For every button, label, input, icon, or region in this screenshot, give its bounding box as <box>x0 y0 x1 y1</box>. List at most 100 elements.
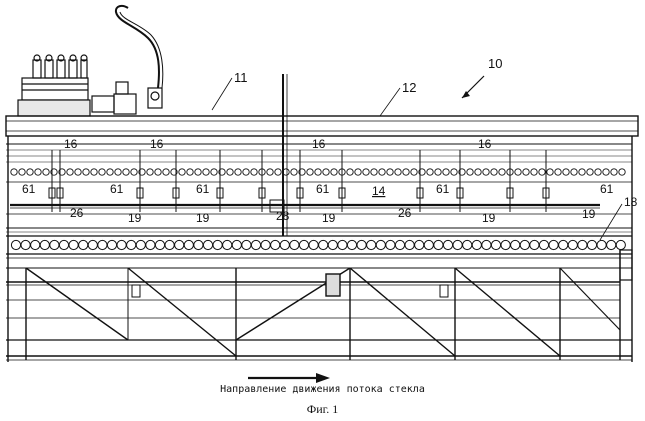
roller <box>587 240 596 249</box>
heater-row <box>11 169 625 175</box>
heater-element <box>619 169 625 175</box>
roller <box>194 240 203 249</box>
roller <box>616 240 625 249</box>
heater-element <box>179 169 185 175</box>
heater-element <box>203 169 209 175</box>
roller <box>79 240 88 249</box>
heater-element <box>83 169 89 175</box>
roller <box>155 240 164 249</box>
heater-element <box>491 169 497 175</box>
roller <box>472 240 481 249</box>
heater-element <box>147 169 153 175</box>
roller <box>338 240 347 249</box>
label-61: 61 <box>110 182 124 196</box>
roller <box>251 240 260 249</box>
roller <box>146 240 155 249</box>
roller <box>539 240 548 249</box>
label-26: 26 <box>398 206 412 220</box>
hose <box>116 6 159 88</box>
label-61: 61 <box>600 182 614 196</box>
roller <box>280 240 289 249</box>
label-19: 19 <box>128 211 142 225</box>
heater-element <box>443 169 449 175</box>
roller <box>511 240 520 249</box>
heater-element <box>411 169 417 175</box>
heater-element <box>315 169 321 175</box>
heater-element <box>387 169 393 175</box>
roller <box>386 240 395 249</box>
heater-element <box>155 169 161 175</box>
roller <box>107 240 116 249</box>
flow-direction-caption: Направление движения потока стекла <box>0 384 645 395</box>
label-61: 61 <box>196 182 210 196</box>
heater-element <box>115 169 121 175</box>
roller <box>213 240 222 249</box>
heater-element <box>91 169 97 175</box>
heater-element <box>27 169 33 175</box>
label-11: 11 <box>234 70 248 85</box>
roller <box>597 240 606 249</box>
heater-element <box>603 169 609 175</box>
roller <box>607 240 616 249</box>
heater-element <box>43 169 49 175</box>
roller <box>376 240 385 249</box>
roller <box>491 240 500 249</box>
label-16: 16 <box>64 137 78 151</box>
heater-element <box>395 169 401 175</box>
label-16: 16 <box>478 137 492 151</box>
roller <box>328 240 337 249</box>
heater-element <box>123 169 129 175</box>
roller <box>453 240 462 249</box>
heater-element <box>579 169 585 175</box>
heater-element <box>323 169 329 175</box>
reference-labels: 11 12 10 16 16 16 16 61 61 61 61 61 61 1… <box>22 56 638 240</box>
heater-element <box>19 169 25 175</box>
heater-element <box>571 169 577 175</box>
top-beam <box>6 116 638 136</box>
roller <box>482 240 491 249</box>
roller <box>568 240 577 249</box>
roller <box>290 240 299 249</box>
heater-element <box>243 169 249 175</box>
roller <box>299 240 308 249</box>
heater-element <box>539 169 545 175</box>
heater-element <box>163 169 169 175</box>
heater-element <box>595 169 601 175</box>
heater-element <box>515 169 521 175</box>
heater-element <box>195 169 201 175</box>
heater-element <box>379 169 385 175</box>
heater-element <box>611 169 617 175</box>
roller <box>175 240 184 249</box>
roller <box>463 240 472 249</box>
roller <box>319 240 328 249</box>
heater-element <box>131 169 137 175</box>
roller <box>443 240 452 249</box>
heater-element <box>467 169 473 175</box>
roller <box>347 240 356 249</box>
roller <box>21 240 30 249</box>
roller <box>184 240 193 249</box>
label-16: 16 <box>312 137 326 151</box>
figure-caption: Фиг. 1 <box>0 402 645 417</box>
heater-element <box>547 169 553 175</box>
roller <box>232 240 241 249</box>
flow-direction-arrow <box>248 373 330 383</box>
label-61: 61 <box>316 182 330 196</box>
heater-element <box>227 169 233 175</box>
roller <box>59 240 68 249</box>
roller <box>69 240 78 249</box>
heater-element <box>347 169 353 175</box>
heater-element <box>475 169 481 175</box>
heater-element <box>11 169 17 175</box>
roller <box>88 240 97 249</box>
roller <box>31 240 40 249</box>
label-16: 16 <box>150 137 164 151</box>
conveyor-rollers <box>11 240 625 249</box>
label-10: 10 <box>488 56 502 71</box>
roller <box>530 240 539 249</box>
roller <box>136 240 145 249</box>
label-28: 28 <box>276 209 290 223</box>
heater-element <box>363 169 369 175</box>
heater-element <box>427 169 433 175</box>
heater-element <box>211 169 217 175</box>
